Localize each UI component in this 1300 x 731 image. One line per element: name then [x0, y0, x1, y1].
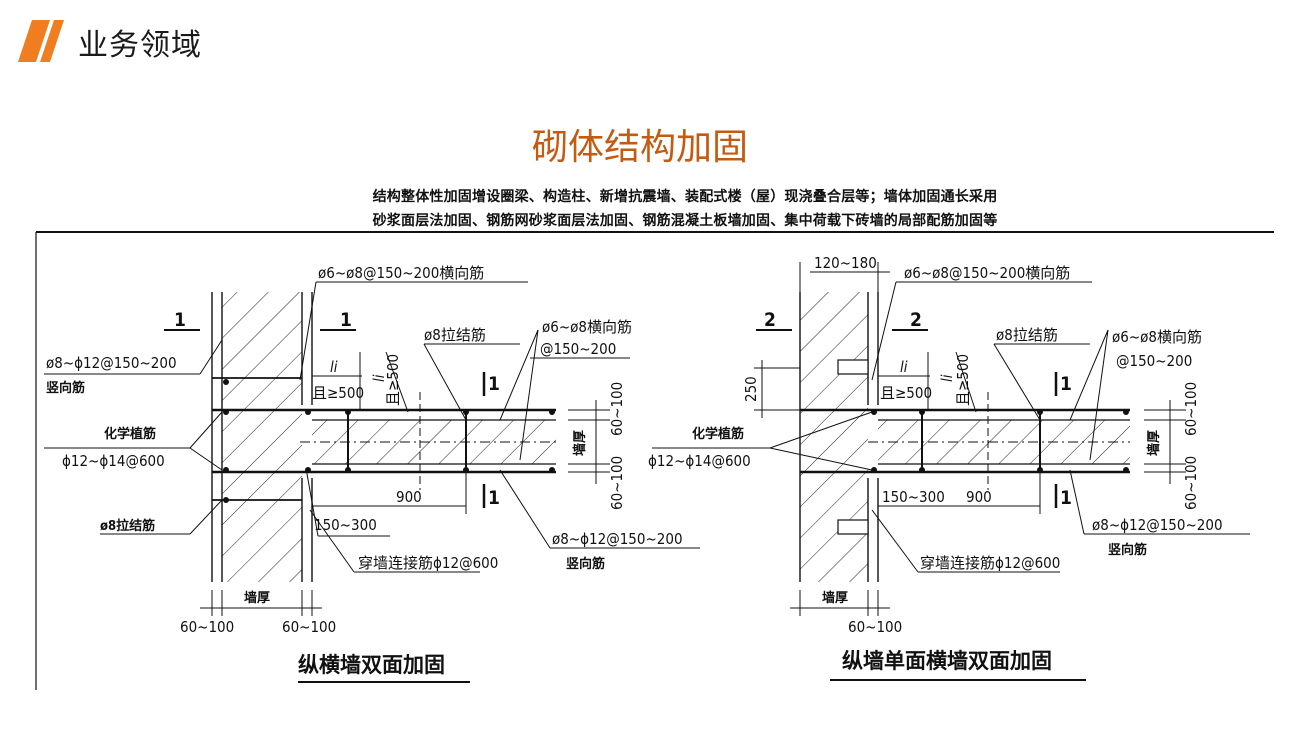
- right-through-tie: 穿墙连接筋ϕ12@600: [920, 554, 1060, 572]
- left-chem-anchor-name: 化学植筋: [104, 426, 156, 442]
- right-wall-thick: 墙厚: [822, 590, 848, 606]
- left-dim-900: 900: [396, 488, 422, 506]
- right-diagram-caption: 纵墙单面横墙双面加固: [842, 649, 1052, 673]
- right-horiz-rebar-label: ø6~ø8@150~200横向筋: [904, 264, 1070, 282]
- right-top-dim: 120~180: [814, 254, 877, 272]
- description-line-2: 砂浆面层法加固、钢筋网砂浆面层法加固、钢筋混凝土板墙加固、集中荷载下砖墙的局部配…: [372, 213, 998, 229]
- right-branch-horiz-spacing: @150~200: [1116, 352, 1192, 370]
- left-branch-vert-spec: ø8~ϕ12@150~200: [552, 530, 683, 548]
- left-branch-horiz-spec: ø6~ø8横向筋: [542, 318, 632, 336]
- right-chem-anchor-spec: ϕ12~ϕ14@600: [648, 452, 751, 470]
- right-dim-60-100-a: 60~100: [1182, 382, 1200, 436]
- right-chem-anchor-name: 化学植筋: [692, 426, 744, 442]
- slide-title: 砌体结构加固: [531, 127, 748, 168]
- right-branch-vert-name: 竖向筋: [1108, 542, 1147, 558]
- page-title: 业务领域: [78, 28, 202, 63]
- left-ge500-vertical: 且≥500: [384, 354, 402, 406]
- description-line-1: 结构整体性加固增设圈梁、构造柱、新增抗震墙、装配式楼（屋）现浇叠合层等；墙体加固…: [372, 189, 998, 205]
- left-wall-thick: 墙厚: [244, 590, 270, 606]
- left-dim-bottom-right: 60~100: [282, 618, 336, 636]
- left-dim-60-100-b: 60~100: [608, 456, 626, 510]
- right-tie-bar-top: ø8拉结筋: [996, 326, 1058, 344]
- right-dim-150-300: 150~300: [882, 488, 945, 506]
- left-horiz-rebar-label: ø6~ø8@150~200横向筋: [318, 264, 484, 282]
- right-branch-horiz-spec: ø6~ø8横向筋: [1112, 328, 1202, 346]
- left-tie-bar-top: ø8拉结筋: [424, 326, 486, 344]
- right-ge500-vertical: 且≥500: [954, 354, 972, 406]
- left-ge500: 且≥500: [312, 384, 364, 402]
- left-cut-label-bottom: 1: [488, 487, 500, 509]
- right-diagram: 120~180 ø6~ø8@150~200横向筋 2 2 250 ø8拉结筋 ø…: [648, 254, 1250, 681]
- left-dim-150-300: 150~300: [314, 516, 377, 534]
- right-li: li: [900, 358, 908, 376]
- right-cut-label-top: 1: [1060, 373, 1072, 395]
- right-dim-60-100-b: 60~100: [1182, 456, 1200, 510]
- right-wall-thick-vertical: 墙厚: [1146, 430, 1162, 456]
- right-dim-bottom: 60~100: [848, 618, 902, 636]
- right-section-mark-left: 2: [764, 309, 776, 331]
- left-section-mark-left: 1: [174, 309, 186, 331]
- left-li-vertical: li: [370, 374, 388, 382]
- left-branch-horiz-spacing: @150~200: [540, 340, 616, 358]
- left-li: li: [330, 358, 338, 376]
- right-li-vertical: li: [938, 374, 956, 382]
- right-dim-900: 900: [966, 488, 992, 506]
- left-dim-60-100-a: 60~100: [608, 382, 626, 436]
- right-dim-250: 250: [742, 376, 760, 402]
- left-diagram: ø6~ø8@150~200横向筋 1 1 ø8~ϕ12@150~200 竖向筋 …: [44, 264, 700, 683]
- left-branch-vert-name: 竖向筋: [566, 556, 605, 572]
- right-section-mark-right: 2: [910, 309, 922, 331]
- left-vert-rebar-spec: ø8~ϕ12@150~200: [46, 354, 177, 372]
- left-cut-label-top: 1: [488, 373, 500, 395]
- left-through-tie: 穿墙连接筋ϕ12@600: [358, 554, 498, 572]
- left-diagram-caption: 纵横墙双面加固: [298, 653, 445, 677]
- right-ge500: 且≥500: [880, 384, 932, 402]
- left-tie-bar: ø8拉结筋: [100, 518, 155, 534]
- left-vert-rebar-name: 竖向筋: [46, 380, 85, 396]
- brand-slash-icon: [18, 20, 64, 62]
- left-chem-anchor-spec: ϕ12~ϕ14@600: [62, 452, 165, 470]
- right-cut-label-bottom: 1: [1060, 487, 1072, 509]
- right-branch-vert-spec: ø8~ϕ12@150~200: [1092, 516, 1223, 534]
- left-section-mark-right: 1: [340, 309, 352, 331]
- left-wall-thick-vertical: 墙厚: [572, 430, 588, 456]
- left-dim-bottom-left: 60~100: [180, 618, 234, 636]
